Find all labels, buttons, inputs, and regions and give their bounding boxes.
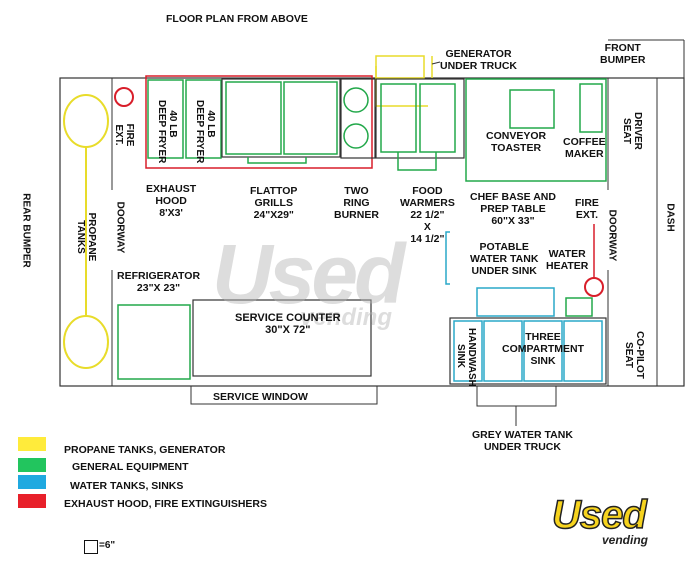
fire-ext-front-label: FIRE EXT. [575,197,599,221]
burner-outer [340,78,376,159]
deep-fryer-1 [147,79,184,159]
flattop-grill-1 [225,81,282,155]
flattop-label: FLATTOP GRILLS 24"X29" [250,185,298,221]
dash-label: DASH [664,203,676,232]
three-compartment-sink-2 [523,320,563,382]
logo-brand: Used [551,493,647,537]
sink-area-outer [449,317,607,385]
fire-extinguisher-rear [114,87,134,107]
food-warmer-2 [419,83,456,153]
propane-tank-bottom [63,315,109,369]
fryer-2-label: 40 LB DEEP FRYER [194,100,216,164]
generator-pointer [431,61,441,65]
flattop-outer [221,78,341,158]
burner-ring-1 [343,87,369,113]
copilot-seat-label: CO-PILOT SEAT [623,331,645,379]
scale-square [84,540,98,554]
food-warmers-connector [397,152,437,171]
food-warmer-1 [380,83,417,153]
legend-swatch-exhaust [18,494,46,508]
legend-swatch-equipment [18,458,46,472]
handwash-sink-label: HANDWASH SINK [455,328,477,387]
grey-water-bracket [476,386,557,407]
water-heater [565,297,593,317]
conveyor-toaster-label: CONVEYOR TOASTER [486,130,547,154]
doorway-front-label: DOORWAY [606,209,618,262]
legend-label-propane: PROPANE TANKS, GENERATOR [64,444,226,456]
food-warmers-outer [375,78,465,159]
service-counter [192,299,372,377]
three-compartment-sink-label: THREE COMPARTMENT SINK [502,331,585,367]
coffee-maker-label: COFFEE MAKER [563,136,606,160]
legend-label-equipment: GENERAL EQUIPMENT [72,461,189,473]
front-bumper-label: FRONT BUMPER [600,42,646,66]
propane-tank-top [63,94,109,148]
watermark-sub: vending [300,304,393,331]
service-window [190,386,378,405]
used-vending-logo: Used vending [551,493,648,547]
burner-label: TWO RING BURNER [334,185,379,221]
three-compartment-sink-1 [483,320,523,382]
logo-sub: vending [602,533,649,547]
handwash-sink [453,320,483,382]
fire-ext-rear-label: FIRE EXT. [113,123,135,147]
propane-tanks-label: PROPANE TANKS [75,212,97,262]
refrigerator-label: REFRIGERATOR 23"X 23" [117,270,201,294]
coffee-maker [579,83,603,133]
generator [375,55,425,79]
legend-swatch-propane [18,437,46,451]
potable-water-bracket [445,231,450,285]
exhaust-hood-label: EXHAUST HOOD 8'X3' [146,183,197,219]
legend-label-water: WATER TANKS, SINKS [70,480,184,492]
plan-title: FLOOR PLAN FROM ABOVE [166,13,308,25]
legend-swatch-water [18,475,46,489]
fryer-1-label: 40 LB DEEP FRYER [156,100,178,164]
three-compartment-sink-3 [563,320,603,382]
doorway-rear-label: DOORWAY [114,201,126,254]
flattop-connector [247,157,307,164]
conveyor-toaster [509,89,555,129]
generator-label: GENERATOR UNDER TRUCK [440,48,517,72]
chef-base-prep-table [465,78,607,182]
rear-bumper-label: REAR BUMPER [20,193,32,268]
deep-fryer-2 [185,79,222,159]
chef-base-label: CHEF BASE AND PREP TABLE 60"X 33" [470,191,556,227]
grey-water-label: GREY WATER TANK UNDER TRUCK [472,429,573,453]
food-warmers-label: FOOD WARMERS 22 1/2" X 14 1/2" [400,185,455,245]
refrigerator [117,304,191,380]
watermark-brand: Used [212,227,405,321]
potable-water-tank [476,287,555,317]
scale-note: =6" [99,540,116,551]
driver-seat-label: DRIVER SEAT [621,112,643,150]
water-heater-label: WATER HEATER [546,248,589,272]
fire-extinguisher-front [584,277,604,297]
burner-ring-2 [343,123,369,149]
service-counter-label: SERVICE COUNTER 30"X 72" [235,312,341,336]
legend-label-exhaust: EXHAUST HOOD, FIRE EXTINGUISHERS [64,498,268,510]
exhaust-hood [145,75,373,169]
potable-water-label: POTABLE WATER TANK UNDER SINK [470,241,539,277]
service-window-label: SERVICE WINDOW [213,391,308,403]
flattop-grill-2 [283,81,338,155]
